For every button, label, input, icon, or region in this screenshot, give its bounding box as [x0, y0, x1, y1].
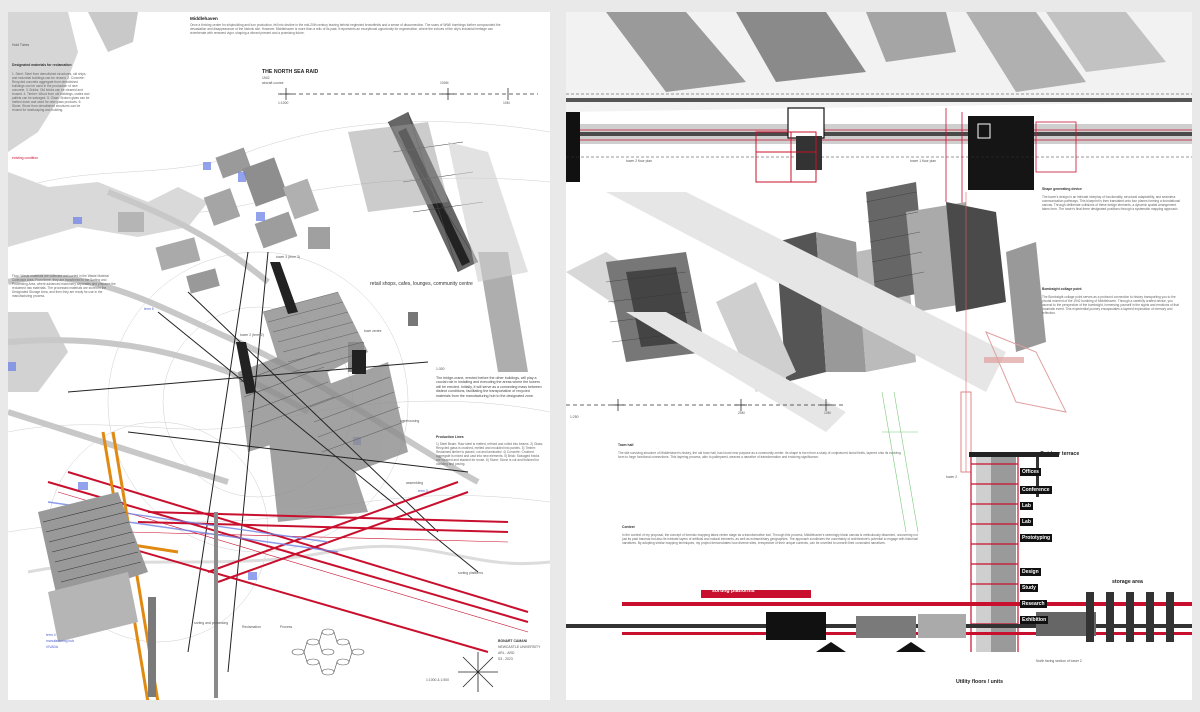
intro-heading: Middlehaven	[190, 16, 218, 21]
label-town-centre: town centre	[364, 329, 382, 333]
tower2-section	[969, 452, 1059, 652]
scale-300: 1:300	[436, 367, 445, 371]
town-hall-text: The site surviving structure of Middleha…	[618, 451, 901, 459]
context-text: In the context of my proposal, the conce…	[622, 533, 918, 545]
author-name: BONART CAMANI	[498, 639, 528, 643]
production-text: 1) Steel Beam: Raw steel is melted, refi…	[436, 442, 544, 466]
scale-1000: 1:1000	[278, 101, 289, 105]
hatched-blocks	[238, 292, 408, 522]
label-retail: retail shops, cafes, lounges, community …	[370, 281, 473, 287]
label-tower2: tower 2 (term 2)	[240, 333, 264, 337]
storage-area-label: storage area	[1112, 579, 1143, 585]
floor-label: Lab	[1020, 518, 1033, 526]
floor-label: Offices	[1020, 468, 1041, 476]
scale-10m: 10M	[503, 101, 510, 105]
raid-year: 1942	[262, 76, 270, 80]
scale-100m: 100M	[440, 81, 449, 85]
tower-drawings	[566, 12, 1192, 652]
label-assembling: assembling	[406, 481, 424, 485]
floor-plan-strip	[566, 12, 1192, 144]
bridge-crane-diagram	[348, 111, 528, 372]
scale-bottom: 1:1000 & 1:500	[426, 678, 450, 682]
label-term5: term 5	[144, 307, 154, 311]
intro-text: Once a thriving center for shipbuilding …	[190, 23, 501, 35]
quay-blocks	[8, 12, 208, 392]
label-sorting-processing: sorting and processing	[194, 621, 229, 625]
side-heading: Hold Tubes	[12, 43, 30, 47]
label-sorting-platforms: sorting platforms	[458, 571, 484, 575]
masterplan-drawing	[8, 12, 550, 700]
legend-process: Process	[280, 625, 293, 629]
context-heading: Context	[622, 525, 635, 529]
scale-25m: 25M	[738, 411, 745, 415]
red-note: existing condition	[12, 156, 39, 160]
colored-traces	[881, 192, 1067, 533]
flow-text: Flow: Waste materials are collected and …	[12, 274, 116, 298]
compass-icon	[458, 652, 498, 692]
floor-label: Prototyping	[1020, 534, 1053, 542]
utility-floors-label: Utility floors / units	[956, 679, 1003, 685]
scale-bar-right	[566, 399, 846, 411]
bombsight-text: The Bombsight collage point serves as a …	[1042, 295, 1179, 315]
shape-text: The tower's design is an intricate inter…	[1042, 195, 1180, 211]
floor-label: Design	[1020, 568, 1041, 576]
structure-lines	[67, 251, 479, 673]
materials-text: 1. Steel: Steel from demolished structur…	[12, 72, 90, 112]
label-term4: term 4	[46, 633, 56, 637]
ground-section	[566, 590, 1192, 652]
left-board: Hold Tubes Middlehaven Once a thriving c…	[8, 12, 550, 700]
bridge-crane-text: The bridge-crane, erected before the oth…	[436, 376, 542, 398]
label-tower3: tower 3 (term 3)	[276, 255, 300, 259]
red-tracks	[47, 471, 529, 653]
year-label: S3 - 2023	[498, 657, 513, 661]
floor-label: Conference	[1020, 486, 1052, 494]
label-term3: term 3	[418, 489, 428, 493]
floor-label: Study	[1020, 584, 1038, 592]
tower2-section-label: tower 2	[946, 475, 958, 479]
scale-1250: 1:250	[570, 415, 579, 419]
label-manufacturing-hub: manufacturing hub	[46, 639, 75, 643]
north-section-label: North facing section of tower 2	[1036, 659, 1082, 663]
shape-heading: Shape generating device	[1042, 187, 1082, 191]
production-heading: Production Lines	[436, 435, 464, 439]
floor-label: Exhibition	[1020, 616, 1049, 624]
reclamation-flowchart	[291, 628, 365, 676]
tower1-plan-label: tower 1 floor plan	[910, 159, 937, 163]
legend-heading: Reclamation	[242, 625, 261, 629]
floor-label: Research	[1020, 600, 1047, 608]
tower1-plan	[945, 108, 1077, 212]
outdoor-terrace-label: Outdoor terrace	[1040, 451, 1080, 457]
scale-bar-top	[278, 88, 538, 100]
materials-heading: Designated materials for reclamation	[12, 63, 72, 67]
floor-label: Lab	[1020, 502, 1033, 510]
manufacturing-hub	[38, 492, 148, 642]
tower2-plan-label: tower 2 floor plan	[626, 159, 653, 163]
raid-subtitle: aircraft course	[262, 81, 284, 85]
label-warehousing: warehousing	[400, 419, 420, 423]
scale-10m-right: 10M	[824, 411, 831, 415]
sorting-platforms-label: sorting platforms	[712, 588, 755, 594]
town-hall-heading: Town hall	[618, 443, 634, 447]
tower2-plan	[566, 107, 825, 183]
label-vivada: VIVADA	[46, 645, 59, 649]
bombsight-heading: Bombsight collage point	[1042, 287, 1082, 291]
right-board: tower 2 floor plan tower 1 floor plan Sh…	[566, 12, 1192, 700]
raid-title: THE NORTH SEA RAID	[262, 69, 319, 75]
university-name: NEWCASTLE UNIVERSITY	[498, 645, 541, 649]
course-code: ARL - ARD	[498, 651, 515, 655]
